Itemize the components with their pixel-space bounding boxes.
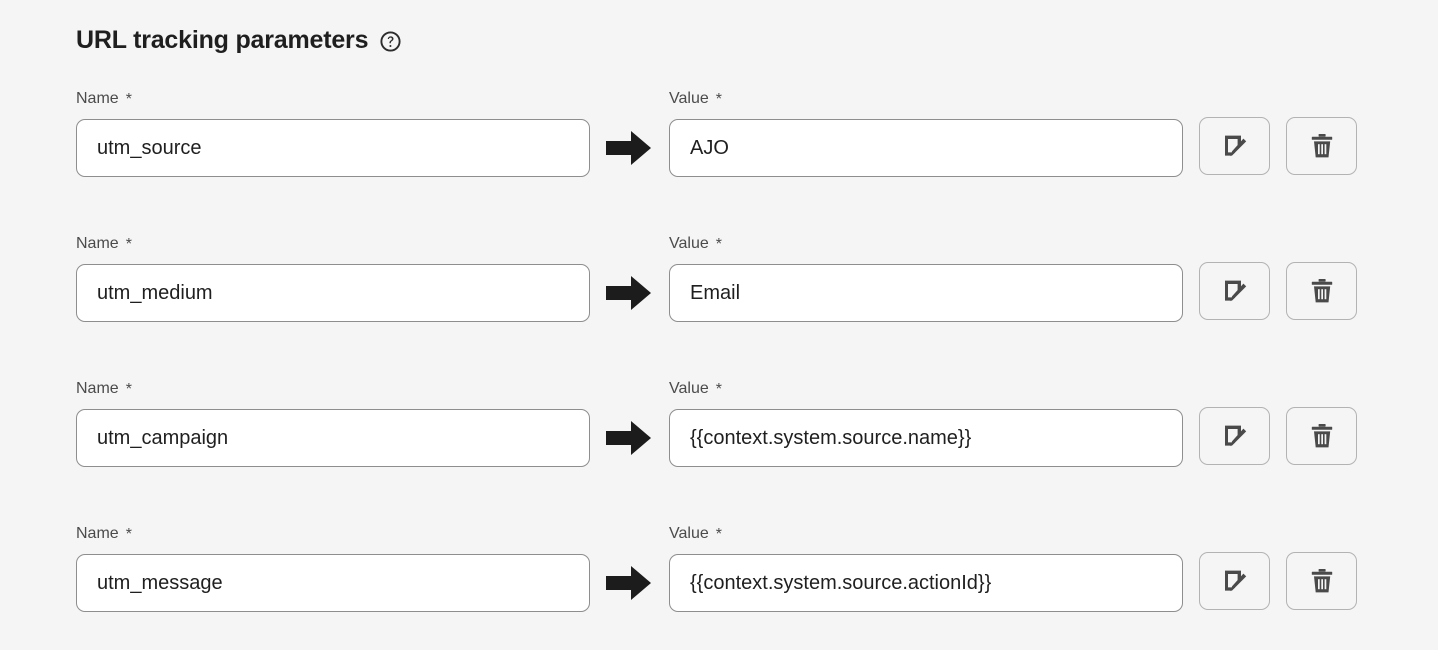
arrow-right-icon <box>605 273 653 313</box>
name-label: Name * <box>76 378 590 400</box>
trash-delete-icon <box>1311 424 1332 448</box>
edit-pencil-icon <box>1224 425 1246 447</box>
value-label: Value * <box>669 88 1183 110</box>
edit-parameter-button[interactable] <box>1199 262 1270 320</box>
table-row: Name * Value * <box>0 233 1438 378</box>
edit-pencil-icon <box>1224 570 1246 592</box>
table-row: Name * Value * <box>0 523 1438 650</box>
edit-parameter-button[interactable] <box>1199 552 1270 610</box>
parameter-name-input[interactable] <box>76 264 590 322</box>
edit-parameter-button[interactable] <box>1199 117 1270 175</box>
arrow-right-icon <box>605 563 653 603</box>
parameter-name-input[interactable] <box>76 409 590 467</box>
row-actions <box>1199 407 1357 465</box>
parameter-value-input[interactable] <box>669 264 1183 322</box>
value-field-group: Value * <box>669 88 1183 177</box>
name-field-group: Name * <box>76 88 590 177</box>
required-asterisk: * <box>715 236 722 253</box>
section-header: URL tracking parameters <box>76 22 401 58</box>
edit-parameter-button[interactable] <box>1199 407 1270 465</box>
required-asterisk: * <box>715 526 722 543</box>
help-circle-icon[interactable] <box>380 31 401 52</box>
name-label-text: Name <box>76 525 119 542</box>
parameter-name-input[interactable] <box>76 554 590 612</box>
parameter-value-input[interactable] <box>669 409 1183 467</box>
delete-parameter-button[interactable] <box>1286 407 1357 465</box>
required-asterisk: * <box>125 91 132 108</box>
required-asterisk: * <box>125 526 132 543</box>
required-asterisk: * <box>125 381 132 398</box>
value-field-group: Value * <box>669 523 1183 612</box>
required-asterisk: * <box>715 91 722 108</box>
value-field-group: Value * <box>669 378 1183 467</box>
table-row: Name * Value * <box>0 88 1438 233</box>
table-row: Name * Value * <box>0 378 1438 523</box>
name-label: Name * <box>76 523 590 545</box>
value-label-text: Value <box>669 90 709 107</box>
value-field-group: Value * <box>669 233 1183 322</box>
delete-parameter-button[interactable] <box>1286 262 1357 320</box>
name-field-group: Name * <box>76 378 590 467</box>
trash-delete-icon <box>1311 279 1332 303</box>
value-label-text: Value <box>669 380 709 397</box>
value-label-text: Value <box>669 235 709 252</box>
value-label-text: Value <box>669 525 709 542</box>
parameter-name-input[interactable] <box>76 119 590 177</box>
edit-pencil-icon <box>1224 135 1246 157</box>
arrow-right-icon <box>605 418 653 458</box>
name-label: Name * <box>76 88 590 110</box>
trash-delete-icon <box>1311 134 1332 158</box>
parameter-value-input[interactable] <box>669 119 1183 177</box>
parameter-rows-container: Name * Value * <box>0 88 1438 650</box>
edit-pencil-icon <box>1224 280 1246 302</box>
row-actions <box>1199 262 1357 320</box>
required-asterisk: * <box>715 381 722 398</box>
value-label: Value * <box>669 378 1183 400</box>
name-field-group: Name * <box>76 523 590 612</box>
name-label-text: Name <box>76 380 119 397</box>
trash-delete-icon <box>1311 569 1332 593</box>
name-label: Name * <box>76 233 590 255</box>
required-asterisk: * <box>125 236 132 253</box>
parameter-value-input[interactable] <box>669 554 1183 612</box>
value-label: Value * <box>669 233 1183 255</box>
delete-parameter-button[interactable] <box>1286 552 1357 610</box>
page-title: URL tracking parameters <box>76 26 369 54</box>
row-actions <box>1199 117 1357 175</box>
row-actions <box>1199 552 1357 610</box>
delete-parameter-button[interactable] <box>1286 117 1357 175</box>
name-label-text: Name <box>76 90 119 107</box>
arrow-right-icon <box>605 128 653 168</box>
value-label: Value * <box>669 523 1183 545</box>
name-field-group: Name * <box>76 233 590 322</box>
name-label-text: Name <box>76 235 119 252</box>
